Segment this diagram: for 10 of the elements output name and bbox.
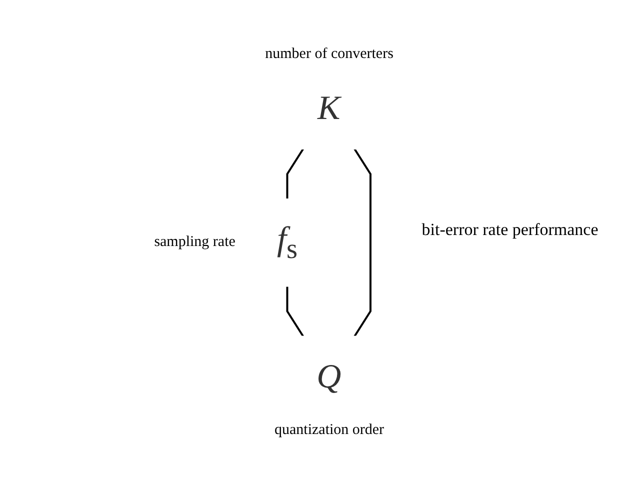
node-text: f$_{s}$ bbox=[277, 221, 298, 266]
connector bbox=[286, 148, 304, 200]
node-caption: quantization order bbox=[274, 422, 384, 439]
node-text: Q bbox=[317, 358, 342, 396]
node-text: K bbox=[318, 90, 341, 128]
connector bbox=[286, 286, 304, 338]
node-caption: number of converters bbox=[265, 46, 394, 64]
connector bbox=[354, 148, 372, 338]
node-caption: sampling rate bbox=[154, 234, 236, 251]
center-note: bit-error rate performance bbox=[420, 220, 600, 240]
